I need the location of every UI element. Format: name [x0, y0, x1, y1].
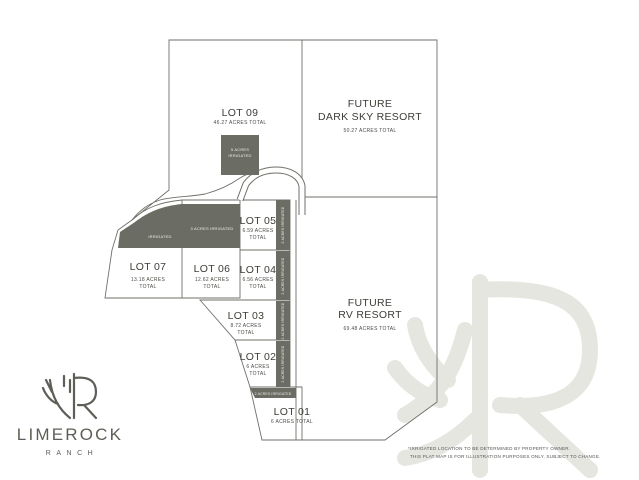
- lot05-irrigated-label: 2 ACRES IRRIGATED: [281, 206, 285, 243]
- footnote-line2: THIS PLAT MAP IS FOR ILLUSTRATION PURPOS…: [410, 454, 601, 459]
- brand-subname: RANCH: [46, 450, 98, 457]
- dark-sky-acres: 50.27 ACRES TOTAL: [344, 128, 397, 134]
- lot06-total: TOTAL: [203, 284, 220, 290]
- irrigated-zones: [118, 135, 296, 398]
- lot06-title: LOT 06: [194, 263, 231, 275]
- lot06-irrigated: [182, 204, 240, 248]
- antler-right-icon: [62, 374, 72, 394]
- lot02-acres: 6 ACRES: [246, 364, 270, 370]
- rv-resort-acres: 69.48 ACRES TOTAL: [344, 326, 397, 332]
- lot06-irrigated-label: 3 ACRES IRRIGATED: [191, 226, 234, 231]
- lot03-irrigated-label: 2 ACRES IRRIGATED: [281, 302, 285, 339]
- lot06-acres: 12.62 ACRES: [195, 277, 230, 283]
- lot01-irrigated: [250, 388, 296, 398]
- access-road: [236, 166, 306, 440]
- lot09-irrigated-label1: 5 ACRES: [231, 147, 249, 152]
- lot04-irrigated: [276, 251, 290, 300]
- lot04-total: TOTAL: [249, 284, 266, 290]
- lot05-acres: 6.59 ACRES: [242, 228, 273, 234]
- rv-resort-title1: FUTURE: [348, 297, 392, 309]
- watermark-logo: [387, 274, 598, 478]
- lot06-boundary: [182, 199, 241, 299]
- lot07-total: TOTAL: [139, 284, 156, 290]
- lot04-acres: 6.56 ACRES: [242, 277, 273, 283]
- rv-resort-boundary: [302, 196, 438, 441]
- lot07-boundary: [104, 199, 183, 299]
- dark-sky-title1: FUTURE: [348, 98, 392, 110]
- lot03-irrigated: [276, 301, 290, 340]
- limerock-logo: [41, 372, 98, 420]
- lot09-boundary: [131, 39, 303, 221]
- lot03-title: LOT 03: [228, 310, 265, 322]
- lot02-irrigated-label: 2 ACRES IRRIGATED: [281, 345, 285, 382]
- lot02-title: LOT 02: [240, 351, 277, 363]
- lot01-irrigated-label: 2 ACRES IRRIGATED: [255, 392, 292, 396]
- lot03-acres: 8.72 ACRES: [230, 323, 261, 329]
- lot01-title: LOT 01: [274, 406, 311, 418]
- lot09-acres: 46.27 ACRES TOTAL: [214, 120, 267, 126]
- rv-resort-title2: RV RESORT: [338, 309, 402, 321]
- lot09-irrigated-label2: IRRIGATED: [228, 153, 251, 158]
- lot05-title: LOT 05: [240, 215, 277, 227]
- dark-sky-title2: DARK SKY RESORT: [318, 111, 422, 123]
- lot05-irrigated: [276, 200, 290, 250]
- lot09-title: LOT 09: [222, 107, 259, 119]
- lot03-total: TOTAL: [237, 330, 254, 336]
- brand-name: LIMEROCK: [17, 425, 123, 444]
- footnote-line1: *IRRIGATED LOCATION TO BE DETERMINED BY …: [408, 446, 570, 451]
- lot02-total: TOTAL: [249, 371, 266, 377]
- lot02-irrigated: [276, 341, 290, 387]
- lot05-total: TOTAL: [249, 235, 266, 241]
- lot01-acres: 6 ACRES TOTAL: [271, 419, 313, 425]
- lot07-acres: 13.18 ACRES: [131, 277, 166, 283]
- lot09-irrigated: [221, 135, 259, 175]
- lot07-irrigated-label: IRRIGATED: [148, 234, 171, 239]
- lot07-title: LOT 07: [130, 261, 167, 273]
- antler-left-icon: [41, 378, 72, 420]
- lot04-irrigated-label: 2 ACRES IRRIGATED: [281, 257, 285, 294]
- r-letter-icon: [72, 372, 98, 420]
- lot07-irrigated: [118, 204, 182, 248]
- lot04-title: LOT 04: [240, 264, 277, 276]
